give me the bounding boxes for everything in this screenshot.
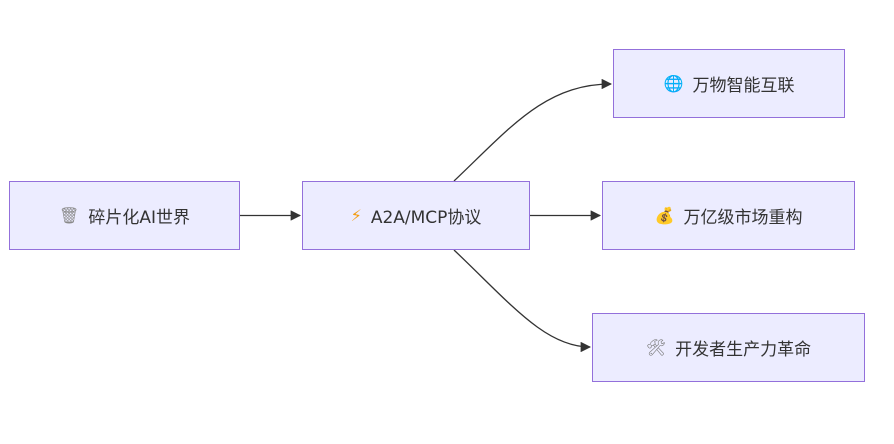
node-fragmented-ai-world: 🗑 碎片化AI世界 xyxy=(9,181,240,250)
lightning-bolt-icon: ⚡ xyxy=(350,205,362,225)
node-label: 碎片化AI世界 xyxy=(88,208,190,228)
node-market-restructure: 💰 万亿级市场重构 xyxy=(602,181,855,250)
node-a2a-mcp-protocol: ⚡ A2A/MCP协议 xyxy=(302,181,530,250)
node-intelligent-interconnection: 🌐 万物智能互联 xyxy=(613,49,845,118)
node-label: 开发者生产力革命 xyxy=(675,340,812,360)
node-label: 万物智能互联 xyxy=(692,76,795,96)
edge-protocol-to-iot xyxy=(453,78,613,182)
globe-icon: 🌐 xyxy=(663,73,684,93)
node-developer-productivity: 🛠 开发者生产力革命 xyxy=(592,313,865,382)
money-bag-icon: 💰 xyxy=(654,205,675,225)
hammer-wrench-icon: 🛠 xyxy=(645,337,667,357)
node-label: 万亿级市场重构 xyxy=(683,208,803,228)
node-label: A2A/MCP协议 xyxy=(370,208,482,228)
trash-can-icon: 🗑 xyxy=(59,205,80,225)
edge-protocol-to-dev xyxy=(453,249,592,353)
